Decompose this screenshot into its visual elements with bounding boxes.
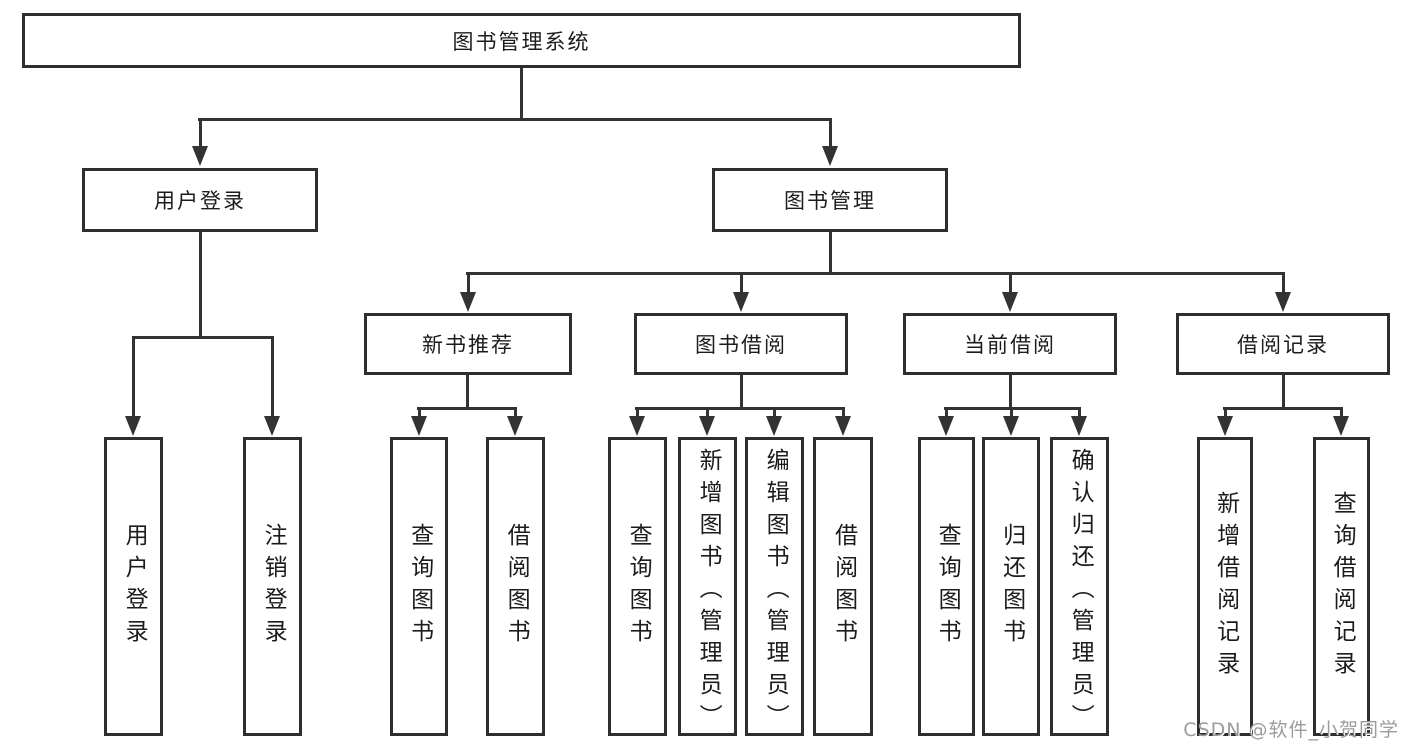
- connector-m2-drop-4: [842, 407, 845, 418]
- node-book-borrow-label: 图书借阅: [695, 333, 787, 357]
- node-current-borrow: 当前借阅: [903, 313, 1117, 375]
- connector-m1-drop-1: [418, 407, 421, 418]
- connector-m2-drop-1: [636, 407, 639, 418]
- arrow-down-icon: [733, 292, 749, 312]
- arrow-down-icon: [822, 146, 838, 166]
- arrow-down-icon: [411, 416, 427, 436]
- arrow-down-icon: [1217, 416, 1233, 436]
- connector-m2-drop-3: [773, 407, 776, 418]
- arrow-down-icon: [699, 416, 715, 436]
- connector-m4-drop-2: [1340, 407, 1343, 418]
- arrow-down-icon: [766, 416, 782, 436]
- node-root: 图书管理系统: [22, 13, 1021, 68]
- connector-m2-drop-2: [706, 407, 709, 418]
- leaf-logout-label: 注销登录: [260, 522, 287, 651]
- node-current-borrow-label: 当前借阅: [964, 333, 1056, 357]
- connector-user-drop-2: [271, 336, 274, 418]
- leaf-recommend-query-books-label: 查询图书: [406, 522, 433, 651]
- connector-root-stem: [520, 68, 523, 118]
- arrow-down-icon: [1003, 416, 1019, 436]
- leaf-user-login: 用户登录: [104, 437, 163, 736]
- arrow-down-icon: [1275, 292, 1291, 312]
- connector-m3-drop-3: [1078, 407, 1081, 418]
- arrow-down-icon: [1002, 292, 1018, 312]
- leaf-current-query-books: 查询图书: [918, 437, 975, 736]
- connector-m1-bar: [417, 407, 517, 410]
- connector-m4-stem: [1282, 375, 1285, 407]
- leaf-query-borrow-record: 查询借阅记录: [1313, 437, 1370, 736]
- node-new-book-recommend: 新书推荐: [364, 313, 572, 375]
- node-book-borrow: 图书借阅: [634, 313, 848, 375]
- leaf-current-query-books-label: 查询图书: [934, 522, 961, 651]
- leaf-query-borrow-record-label: 查询借阅记录: [1329, 490, 1356, 683]
- csdn-watermark: CSDN @软件_小贺同学: [1183, 719, 1399, 741]
- leaf-borrow-query-books-label: 查询图书: [625, 522, 652, 651]
- leaf-confirm-return-admin-label: 确认归还（管理员）: [1067, 448, 1094, 736]
- connector-root-drop-left: [199, 118, 202, 148]
- connector-mgmt-bar: [466, 272, 1285, 275]
- connector-m4-drop-1: [1224, 407, 1227, 418]
- connector-m2-bar: [635, 407, 845, 410]
- leaf-return-books-label: 归还图书: [998, 522, 1025, 651]
- leaf-borrow-books-label: 借阅图书: [830, 522, 857, 651]
- connector-m4-bar: [1223, 407, 1343, 410]
- arrow-down-icon: [629, 416, 645, 436]
- connector-m3-drop-2: [1010, 407, 1013, 418]
- node-user-login-branch-label: 用户登录: [154, 189, 246, 213]
- connector-m1-drop-2: [514, 407, 517, 418]
- connector-mgmt-drop-1: [467, 272, 470, 296]
- arrow-down-icon: [192, 146, 208, 166]
- connector-m3-stem: [1009, 375, 1012, 407]
- leaf-recommend-query-books: 查询图书: [390, 437, 448, 736]
- connector-m3-drop-1: [945, 407, 948, 418]
- leaf-recommend-borrow-books-label: 借阅图书: [503, 522, 530, 651]
- node-borrow-records-label: 借阅记录: [1237, 333, 1329, 357]
- leaf-edit-books-admin: 编辑图书（管理员）: [745, 437, 804, 736]
- leaf-user-login-label: 用户登录: [121, 522, 148, 651]
- arrow-down-icon: [264, 416, 280, 436]
- connector-root-drop-right: [829, 118, 832, 148]
- arrow-down-icon: [460, 292, 476, 312]
- arrow-down-icon: [507, 416, 523, 436]
- arrow-down-icon: [1071, 416, 1087, 436]
- node-root-label: 图书管理系统: [452, 29, 591, 54]
- leaf-borrow-books: 借阅图书: [813, 437, 873, 736]
- leaf-confirm-return-admin: 确认归还（管理员）: [1050, 437, 1109, 736]
- leaf-add-books-admin-label: 新增图书（管理员）: [695, 448, 722, 736]
- connector-m2-stem: [740, 375, 743, 407]
- connector-m1-stem: [466, 375, 469, 407]
- connector-user-bar: [132, 336, 274, 339]
- node-new-book-recommend-label: 新书推荐: [422, 333, 514, 357]
- node-user-login-branch: 用户登录: [82, 168, 318, 232]
- leaf-recommend-borrow-books: 借阅图书: [486, 437, 545, 736]
- arrow-down-icon: [938, 416, 954, 436]
- leaf-edit-books-admin-label: 编辑图书（管理员）: [762, 448, 789, 736]
- connector-user-stem: [199, 232, 202, 336]
- node-book-management-label: 图书管理: [784, 189, 876, 213]
- connector-mgmt-drop-3: [1009, 272, 1012, 296]
- leaf-logout: 注销登录: [243, 437, 302, 736]
- connector-mgmt-stem: [829, 232, 832, 272]
- leaf-borrow-query-books: 查询图书: [608, 437, 667, 736]
- node-borrow-records: 借阅记录: [1176, 313, 1390, 375]
- arrow-down-icon: [125, 416, 141, 436]
- leaf-return-books: 归还图书: [982, 437, 1040, 736]
- connector-root-bar: [198, 118, 832, 121]
- connector-user-drop-1: [132, 336, 135, 418]
- leaf-add-borrow-record: 新增借阅记录: [1197, 437, 1253, 736]
- leaf-add-borrow-record-label: 新增借阅记录: [1212, 490, 1239, 683]
- arrow-down-icon: [835, 416, 851, 436]
- node-book-management: 图书管理: [712, 168, 948, 232]
- connector-mgmt-drop-2: [740, 272, 743, 296]
- connector-mgmt-drop-4: [1282, 272, 1285, 296]
- leaf-add-books-admin: 新增图书（管理员）: [678, 437, 737, 736]
- arrow-down-icon: [1333, 416, 1349, 436]
